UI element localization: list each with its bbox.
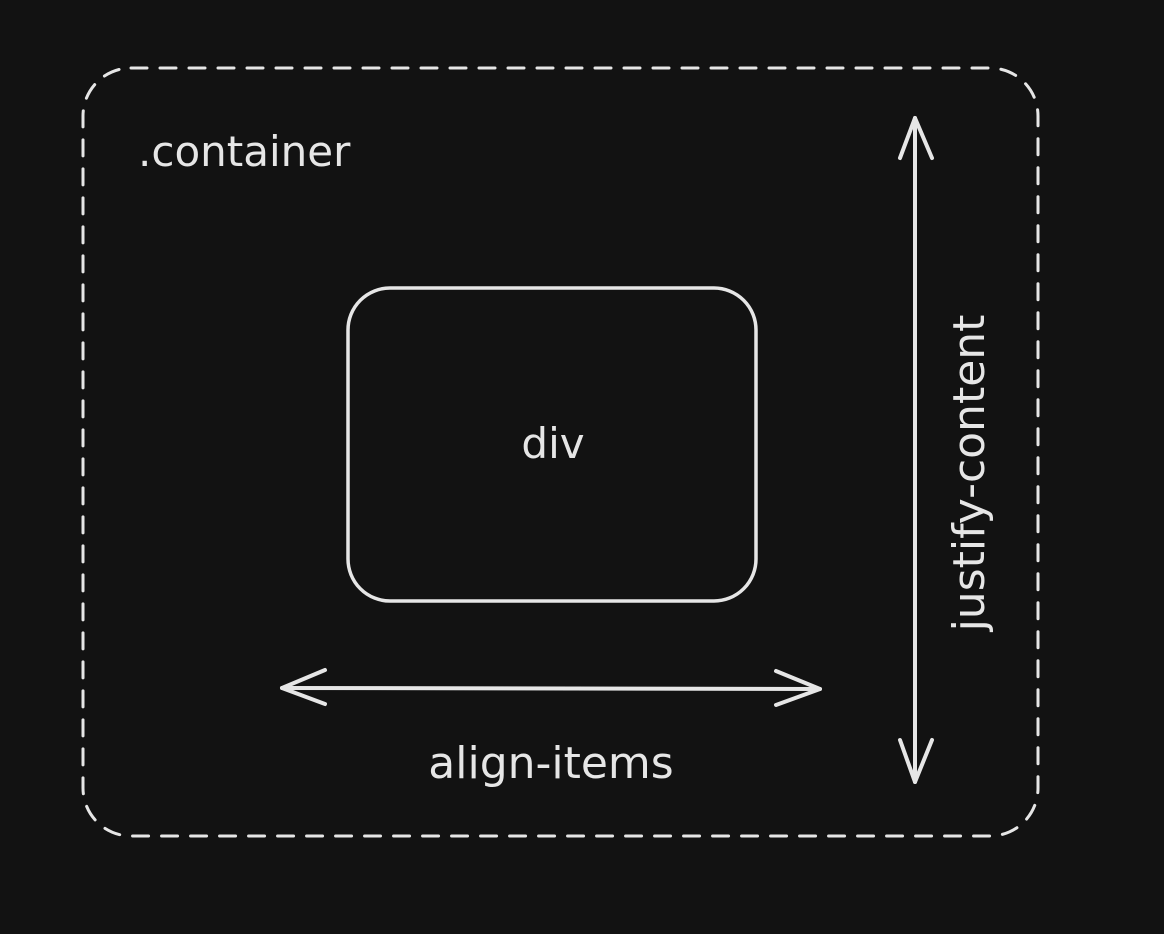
vertical-double-arrow	[898, 116, 934, 784]
div-box	[346, 286, 758, 603]
div-label: div	[521, 419, 584, 468]
align-items-label: align-items	[428, 738, 673, 789]
justify-content-label: justify-content	[944, 315, 995, 633]
horizontal-double-arrow	[280, 668, 822, 707]
container-label: .container	[138, 127, 351, 176]
